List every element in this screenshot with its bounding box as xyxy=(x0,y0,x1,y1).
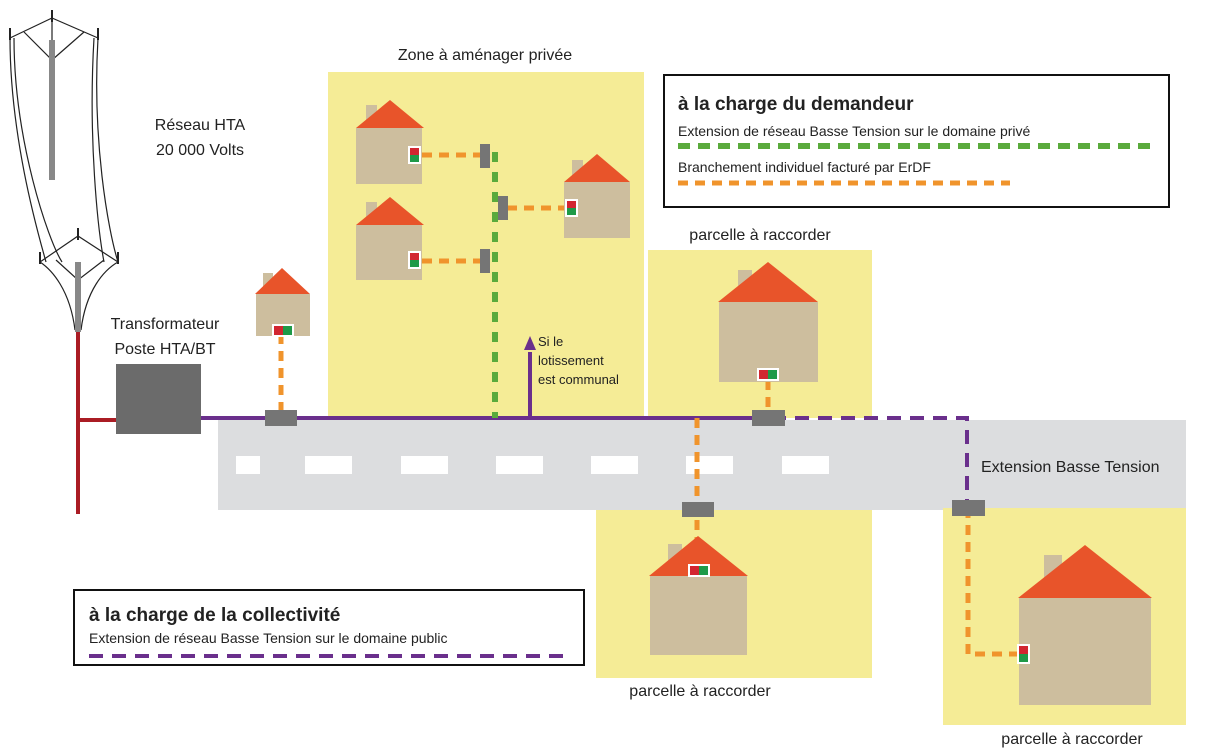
legend-demandeur-green-label: Extension de réseau Basse Tension sur le… xyxy=(678,123,1030,139)
house-zone-3 xyxy=(564,154,630,238)
meter-icon xyxy=(272,324,294,337)
transformer-box xyxy=(116,364,201,434)
purple-dashed-extension xyxy=(772,416,969,508)
meter-icon xyxy=(565,199,578,217)
meter-icon xyxy=(408,251,421,269)
house-parcelle-2 xyxy=(649,536,748,655)
reseau-hta-label-line2: 20 000 Volts xyxy=(156,142,244,159)
hta-pylon-icon xyxy=(9,10,119,332)
zone-privee-label: Zone à aménager privée xyxy=(398,47,572,64)
legend-demandeur: à la charge du demandeur Extension de ré… xyxy=(663,74,1170,208)
parcelle-1-label: parcelle à raccorder xyxy=(689,227,831,244)
legend-collectivite-title: à la charge de la collectivité xyxy=(89,605,340,626)
transformateur-label-line2: Poste HTA/BT xyxy=(114,341,215,358)
house-parcelle-3 xyxy=(1018,545,1152,705)
extension-bt-label: Extension Basse Tension xyxy=(981,459,1159,476)
house-parcelle-1 xyxy=(718,262,818,382)
arrow-up-icon xyxy=(524,336,536,350)
transformateur-label-line1: Transformateur xyxy=(111,316,220,333)
si-le-label-line2: lotissement xyxy=(538,353,604,368)
road xyxy=(218,420,1186,510)
legend-demandeur-title: à la charge du demandeur xyxy=(678,94,914,115)
orange-dashed-branchements xyxy=(278,152,1020,657)
hta-red-line xyxy=(76,332,118,514)
connector-boxes xyxy=(265,144,985,517)
house-zone-1 xyxy=(356,100,424,184)
reseau-hta-label-line1: Réseau HTA xyxy=(155,117,246,134)
si-le-label-line1: Si le xyxy=(538,334,563,349)
meter-icon xyxy=(688,564,710,577)
meter-icons xyxy=(272,146,1030,664)
legend-collectivite: à la charge de la collectivité Extension… xyxy=(73,589,585,666)
parcelle-3-label: parcelle à raccorder xyxy=(1001,731,1143,748)
legend-collectivite-purple-label: Extension de réseau Basse Tension sur le… xyxy=(89,630,448,646)
meter-icon xyxy=(408,146,421,164)
parcelle-2-label: parcelle à raccorder xyxy=(629,683,771,700)
meter-icon xyxy=(757,368,779,381)
meter-icon xyxy=(1017,644,1030,664)
si-le-label-line3: est communal xyxy=(538,372,619,387)
legend-demandeur-orange-label: Branchement individuel facturé par ErDF xyxy=(678,159,931,175)
